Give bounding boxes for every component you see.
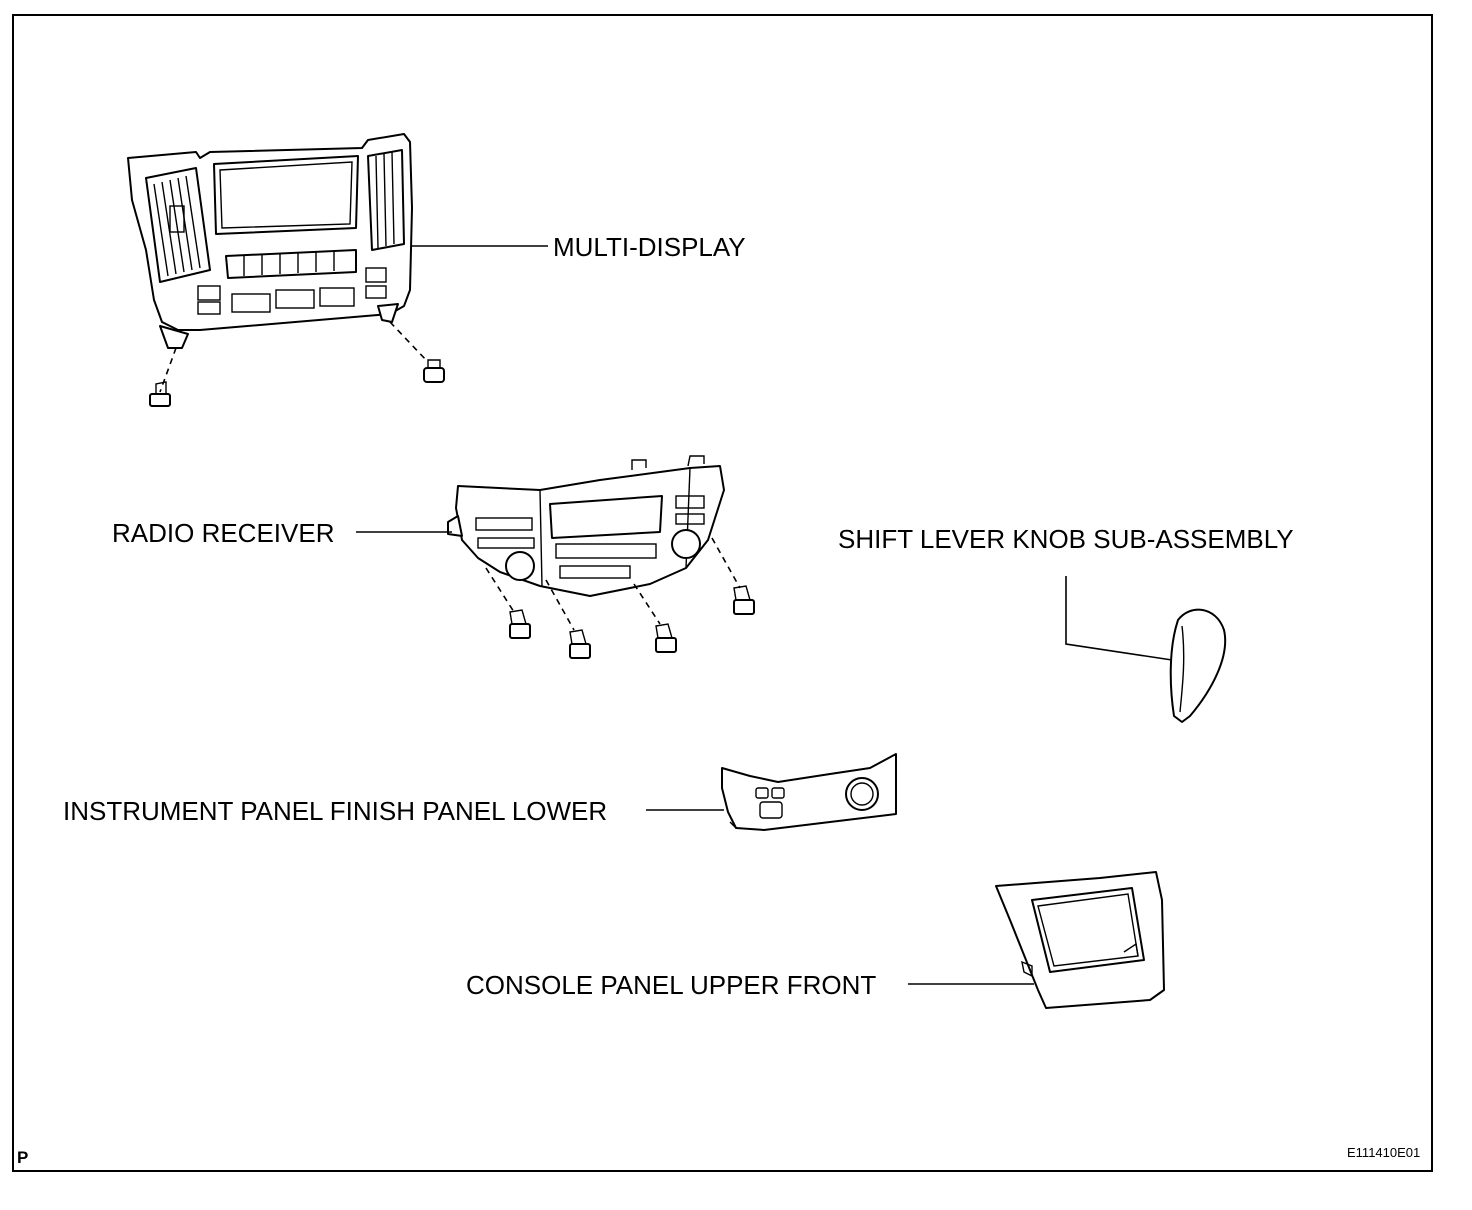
- multi-display-part: [127, 133, 445, 407]
- figure-code: E111410E01: [1347, 1145, 1420, 1160]
- console-panel-label: CONSOLE PANEL UPPER FRONT: [466, 970, 876, 1000]
- screw-icon: [509, 609, 531, 639]
- multi-display-label: MULTI-DISPLAY: [553, 232, 746, 262]
- screw-icon: [733, 585, 755, 615]
- screw-icon: [569, 629, 591, 659]
- screw-icon: [149, 381, 171, 407]
- screw-icon: [655, 623, 677, 653]
- radio-receiver-label: RADIO RECEIVER: [112, 518, 335, 548]
- diagram-frame: [12, 14, 1433, 1172]
- shift-lever-knob-label: SHIFT LEVER KNOB SUB-ASSEMBLY: [838, 524, 1294, 554]
- shift-lever-knob-part: [1169, 608, 1227, 723]
- radio-receiver-part: [447, 455, 755, 659]
- shift-lever-knob-leader-line: [1065, 576, 1173, 661]
- finish-panel-lower-part: [721, 753, 897, 831]
- finish-panel-lower-label: INSTRUMENT PANEL FINISH PANEL LOWER: [63, 796, 607, 826]
- screw-icon: [423, 359, 445, 383]
- corner-mark: P: [17, 1148, 28, 1167]
- console-panel-upper-front-part: [995, 871, 1165, 1009]
